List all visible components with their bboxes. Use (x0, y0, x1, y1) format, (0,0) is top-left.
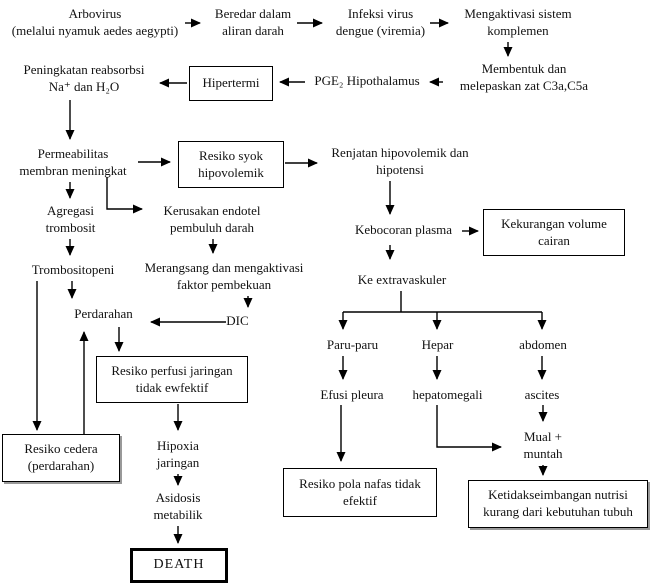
box-resiko-cedera: Resiko cedera (perdarahan) (2, 434, 120, 482)
box-hipertermi: Hipertermi (189, 66, 273, 101)
node-asidosis: Asidosis metabilik (153, 490, 203, 522)
node-abdomen: abdomen (519, 337, 567, 352)
node-hepar: Hepar (421, 337, 454, 352)
node-kebocoran: Kebocoran plasma (354, 222, 453, 237)
node-agregasi: Agregasi trombosit (45, 203, 96, 235)
node-membentuk: Membentuk dan melepaskan zat C3a,C5a (459, 61, 589, 93)
node-kerusakan: Kerusakan endotel pembuluh darah (163, 203, 261, 235)
box-resiko-syok: Resiko syok hipovolemik (178, 141, 284, 188)
box-resiko-perfusi: Resiko perfusi jaringan tidak ewfektif (96, 356, 248, 403)
box-ketidakseimbangan: Ketidakseimbangan nutrisi kurang dari ke… (468, 480, 648, 528)
node-paru: Paru-paru (326, 337, 379, 352)
node-merangsang: Merangsang dan mengaktivasi faktor pembe… (144, 260, 304, 292)
node-mengaktivasi: Mengaktivasi sistem komplemen (464, 6, 572, 38)
node-peningkatan: Peningkatan reabsorbsi Na⁺ dan H₂O (23, 62, 145, 94)
node-efusi: Efusi pleura (320, 387, 384, 402)
node-beredar: Beredar dalam aliran darah (214, 6, 292, 38)
node-pge2: PGE₂ Hipothalamus (314, 73, 420, 88)
node-ascites: ascites (524, 387, 560, 402)
node-mual: Mual + muntah (523, 429, 563, 461)
node-dic: DIC (226, 313, 249, 328)
box-resiko-pola: Resiko pola nafas tidak efektif (283, 468, 437, 517)
node-perdarahan: Perdarahan (74, 306, 133, 321)
node-hipoxia: Hipoxia jaringan (156, 438, 200, 470)
node-arbovirus: Arbovirus (melalui nyamuk aedes aegypti) (11, 6, 179, 38)
node-hepatomegali: hepatomegali (412, 387, 483, 402)
box-kekurangan: Kekurangan volume cairan (483, 209, 625, 256)
arrow-hepatomegali-to-mual (436, 405, 502, 452)
node-permeabilitas: Permeabilitas membran meningkat (19, 146, 127, 178)
node-trombositopeni: Trombositopeni (31, 262, 115, 277)
arrow-permeabilitas-to-kerusakan (106, 177, 143, 214)
node-infeksi: Infeksi virus dengue (viremia) (335, 6, 426, 38)
box-death: DEATH (130, 548, 228, 583)
node-renjatan: Renjatan hipovolemik dan hipotensi (331, 145, 469, 177)
node-ke-extravaskuler: Ke extravaskuler (357, 272, 447, 287)
